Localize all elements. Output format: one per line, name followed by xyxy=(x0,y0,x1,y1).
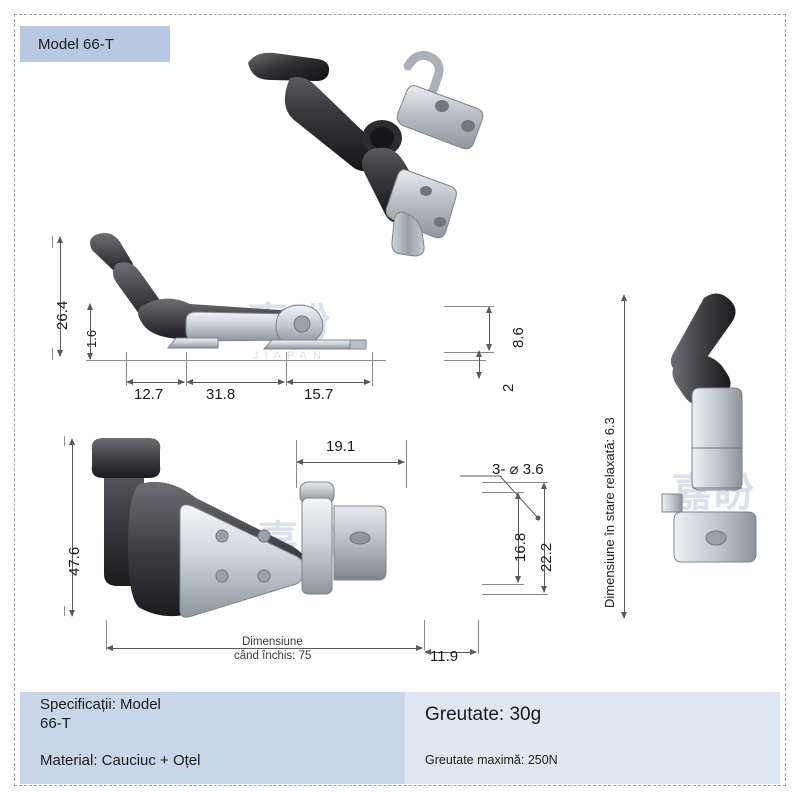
dim-47-6: 47.6 xyxy=(66,546,83,576)
dashed-border-frame xyxy=(14,14,786,786)
spec-model-cell: Specificații: Model 66-T xyxy=(20,692,405,738)
product-photo xyxy=(248,50,484,257)
note-relaxed-state: Dimensiune în stare relaxată: 6.3 xyxy=(602,417,617,608)
dim-11-9: 11.9 xyxy=(430,648,459,665)
spec-model-line1: Specificații: Model xyxy=(40,696,161,714)
spec-max-load-cell: Greutate maximă: 250N xyxy=(405,738,780,784)
dim-19-1: 19.1 xyxy=(326,438,356,455)
dim-hole-callout: 3- ⌀ 3.6 xyxy=(492,461,544,478)
drawing-side-profile xyxy=(90,233,367,350)
note-closed-line2: când închis: 75 xyxy=(234,650,312,662)
model-badge-label: Model 66-T xyxy=(38,35,114,53)
spec-model-line2: 66-T xyxy=(40,715,71,732)
spec-table: Specificații: Model 66-T Greutate: 30g M… xyxy=(20,692,780,784)
dim-15-7: 15.7 xyxy=(304,386,334,403)
dim-1-6: 1.6 xyxy=(84,329,99,348)
dim-16-8: 16.8 xyxy=(512,532,529,562)
note-closed-line1: Dimensiune xyxy=(242,636,303,648)
model-badge: Model 66-T xyxy=(20,26,170,62)
dim-2: 2 xyxy=(500,383,517,392)
spec-row-1: Specificații: Model 66-T Greutate: 30g xyxy=(20,692,780,738)
dim-12-7: 12.7 xyxy=(134,386,164,403)
hole-callout-leader xyxy=(460,475,541,521)
dim-22-2: 22.2 xyxy=(538,542,555,572)
dim-31-8: 31.8 xyxy=(206,386,236,403)
drawing-front-view xyxy=(91,438,387,618)
dim-8-6: 8.6 xyxy=(510,327,527,348)
spec-material-cell: Material: Cauciuc + Oțel xyxy=(20,738,405,784)
drawing-relaxed-state-view xyxy=(661,293,757,563)
spec-row-2: Material: Cauciuc + Oțel Greutate maximă… xyxy=(20,738,780,784)
dim-26-4: 26.4 xyxy=(54,300,71,330)
spec-weight-cell: Greutate: 30g xyxy=(405,692,780,738)
